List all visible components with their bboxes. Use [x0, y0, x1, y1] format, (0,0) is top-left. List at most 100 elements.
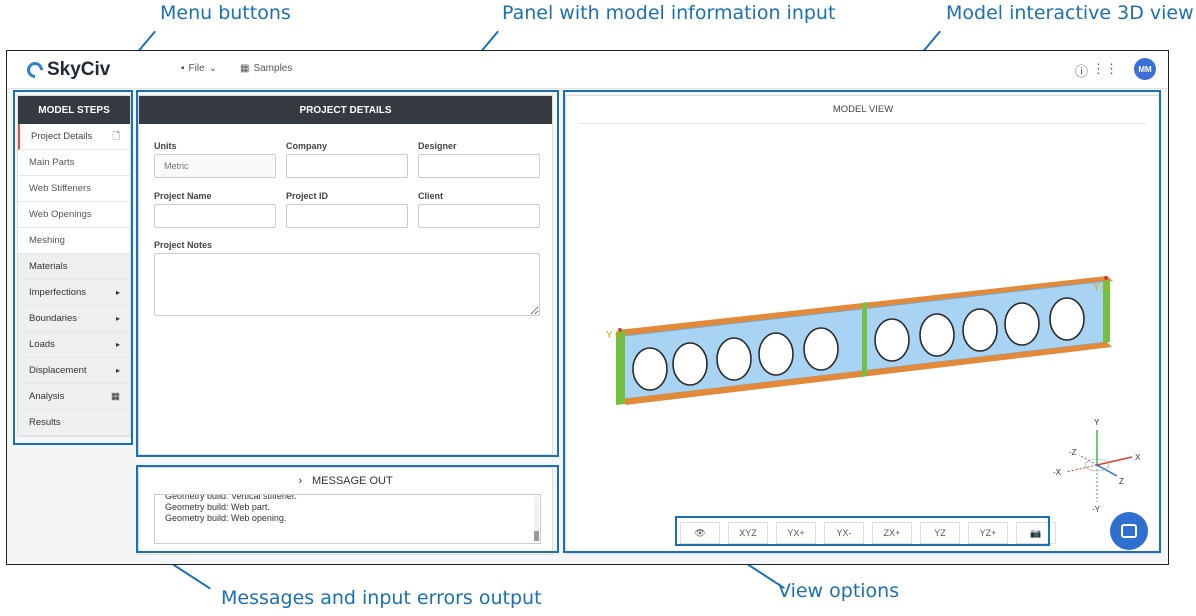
skyciv-logo[interactable]: SkyCiv: [23, 58, 111, 82]
support-node: [1104, 276, 1108, 280]
chat-icon: [1121, 524, 1137, 538]
logo-text: SkyCiv: [47, 59, 111, 80]
sidebar-item-imperfections[interactable]: Imperfections ▸: [18, 280, 130, 306]
sidebar-item-label: Displacement: [29, 365, 87, 376]
designer-label: Designer: [418, 141, 457, 151]
calculator-icon: ▦: [111, 391, 120, 402]
axis-gizmo[interactable]: Y -Y X -X Z -Z: [1053, 418, 1141, 514]
message-line: Geometry build: Vertical stiffener.: [165, 494, 297, 501]
view-options-bar: 👁 XYZ YX+ YX- ZX+ YZ YZ+ 📷: [680, 522, 1056, 544]
sidebar-item-main-parts[interactable]: Main Parts: [18, 150, 130, 176]
project-details-header: PROJECT DETAILS: [139, 96, 552, 124]
project-name-label: Project Name: [154, 191, 212, 201]
model-view-title: MODEL VIEW: [580, 96, 1146, 124]
web-opening: [632, 347, 668, 391]
sidebar-item-label: Boundaries: [29, 313, 78, 324]
message-scrollbar-thumb[interactable]: [534, 531, 539, 541]
message-scrollbar[interactable]: [534, 497, 539, 541]
view-yx-minus-button[interactable]: YX-: [824, 522, 864, 544]
company-label: Company: [286, 141, 328, 151]
message-log[interactable]: Geometry build: Vertical stiffener. Geom…: [154, 494, 541, 544]
beam-stiffener-left: [616, 330, 625, 405]
message-out-toggle[interactable]: › MESSAGE OUT: [139, 468, 552, 494]
project-id-field[interactable]: [286, 204, 408, 228]
web-opening: [1049, 297, 1085, 341]
sidebar-item-analysis[interactable]: Analysis ▦: [18, 384, 130, 410]
project-details-panel: PROJECT DETAILS Units Company Designer P…: [138, 95, 553, 455]
eye-icon: 👁: [694, 527, 706, 538]
model-view-panel[interactable]: MODEL VIEW: [565, 95, 1161, 554]
axis-label-neg-x: -X: [1053, 468, 1062, 477]
project-id-label: Project ID: [286, 191, 329, 201]
sidebar-item-label: Meshing: [29, 235, 65, 246]
web-opening: [1004, 302, 1040, 346]
help-icon[interactable]: ⓘ: [1074, 64, 1088, 79]
sidebar-item-label: Web Openings: [29, 209, 92, 220]
project-notes-label: Project Notes: [154, 240, 213, 250]
view-yz-button[interactable]: YZ: [920, 522, 960, 544]
view-zx-plus-button[interactable]: ZX+: [872, 522, 912, 544]
sidebar-item-label: Analysis: [29, 391, 65, 402]
sidebar-item-boundaries[interactable]: Boundaries ▸: [18, 306, 130, 332]
axis-label-x: X: [1135, 453, 1141, 462]
chevron-right-icon: ›: [298, 475, 302, 487]
message-line: Geometry build: Web part.: [165, 502, 270, 512]
axis-label-neg-y: -Y: [1092, 505, 1101, 514]
callout-panel-info: Panel with model information input: [502, 2, 836, 24]
model-steps-sidebar: MODEL STEPS Project Details🗋 Main Parts …: [17, 95, 131, 437]
web-opening: [803, 327, 839, 371]
chat-launcher-button[interactable]: [1110, 512, 1148, 550]
message-out-panel: › MESSAGE OUT Geometry build: Vertical s…: [138, 467, 553, 555]
web-opening: [919, 313, 955, 357]
axis-label-neg-z: -Z: [1069, 448, 1077, 457]
units-field[interactable]: [154, 154, 276, 178]
view-yz-plus-button[interactable]: YZ+: [968, 522, 1008, 544]
beam-stiffener-mid: [862, 302, 867, 377]
client-field[interactable]: [418, 204, 540, 228]
caret-right-icon: ▸: [115, 366, 120, 375]
caret-right-icon: ▸: [115, 314, 120, 323]
top-bar: SkyCiv ▪ File ⌄ ▦ Samples ⓘ ⋮⋮ MM: [7, 51, 1168, 89]
sidebar-item-label: Results: [29, 417, 61, 428]
support-label-right: Y 0: [1093, 282, 1108, 293]
sidebar-item-web-stiffeners[interactable]: Web Stiffeners: [18, 176, 130, 202]
axis-label-y: Y: [1094, 418, 1100, 427]
designer-field[interactable]: [418, 154, 540, 178]
sidebar-item-loads[interactable]: Loads ▸: [18, 332, 130, 358]
callout-menu-buttons: Menu buttons: [160, 2, 291, 24]
caret-right-icon: ▸: [115, 340, 120, 349]
apps-grid-icon[interactable]: ⋮⋮: [1092, 61, 1118, 76]
sidebar-item-project-details[interactable]: Project Details🗋: [18, 124, 130, 150]
user-avatar[interactable]: MM: [1134, 58, 1156, 80]
sidebar-item-label: Loads: [29, 339, 55, 350]
message-out-title: MESSAGE OUT: [311, 475, 393, 487]
view-xyz-button[interactable]: XYZ: [728, 522, 768, 544]
sidebar-item-label: Imperfections: [29, 287, 87, 298]
file-menu[interactable]: ▪ File ⌄: [181, 63, 217, 74]
sidebar-item-results[interactable]: Results: [18, 410, 130, 436]
screenshot-button[interactable]: 📷: [1016, 522, 1056, 544]
project-notes-field[interactable]: [154, 253, 540, 316]
callout-view-options: View options: [778, 580, 900, 602]
caret-right-icon: ▸: [115, 288, 120, 297]
sidebar-item-displacement[interactable]: Displacement ▸: [18, 358, 130, 384]
sidebar-item-label: Web Stiffeners: [29, 183, 91, 194]
skyciv-logo-icon: [23, 58, 47, 82]
samples-menu[interactable]: ▦ Samples: [240, 63, 292, 74]
file-icon: ▪: [181, 63, 185, 74]
company-field[interactable]: [286, 154, 408, 178]
sidebar-header: MODEL STEPS: [18, 96, 130, 124]
units-label: Units: [154, 141, 177, 151]
visibility-button[interactable]: 👁: [680, 522, 720, 544]
client-label: Client: [418, 191, 444, 201]
sidebar-item-meshing[interactable]: Meshing: [18, 228, 130, 254]
sidebar-item-web-openings[interactable]: Web Openings: [18, 202, 130, 228]
web-opening: [758, 332, 794, 376]
web-opening: [874, 318, 910, 362]
axis-label-z: Z: [1119, 477, 1124, 486]
project-name-field[interactable]: [154, 204, 276, 228]
web-opening: [672, 342, 708, 386]
view-yx-plus-button[interactable]: YX+: [776, 522, 816, 544]
sidebar-item-materials[interactable]: Materials: [18, 254, 130, 280]
beam-3d-model[interactable]: Y 0 Y 0 Y -Y X -X Z -Z: [566, 124, 1162, 544]
